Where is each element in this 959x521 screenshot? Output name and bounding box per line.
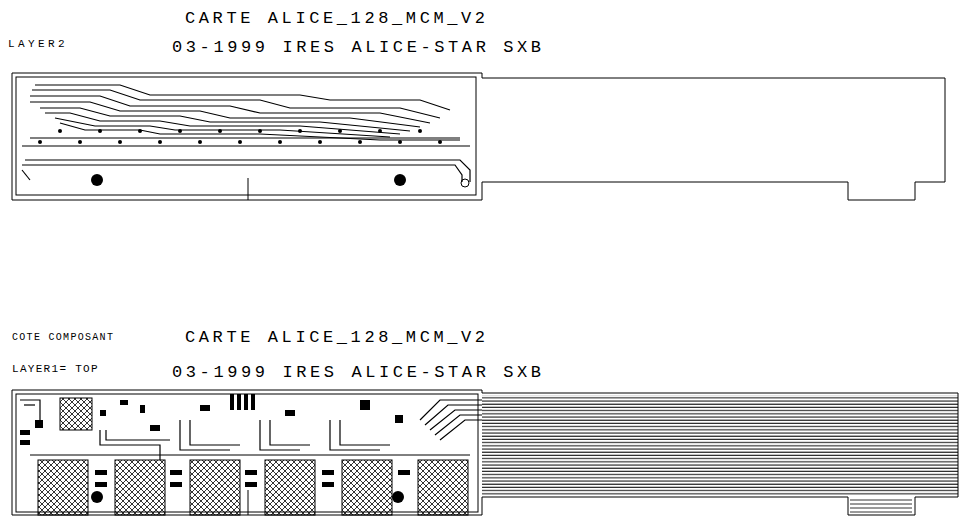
side-name: COTE COMPOSANT — [12, 333, 114, 343]
layer-name: LAYER2 — [8, 39, 68, 50]
board-date-lab: 03-1999 IRES ALICE-STAR SXB — [172, 364, 545, 381]
layer-name: LAYER1= TOP — [12, 364, 99, 375]
layer1-board — [12, 390, 958, 515]
layer2-board — [12, 73, 945, 200]
board-date-lab: 03-1999 IRES ALICE-STAR SXB — [172, 39, 545, 56]
board-title: CARTE ALICE_128_MCM_V2 — [185, 10, 489, 27]
board-title: CARTE ALICE_128_MCM_V2 — [185, 329, 489, 346]
